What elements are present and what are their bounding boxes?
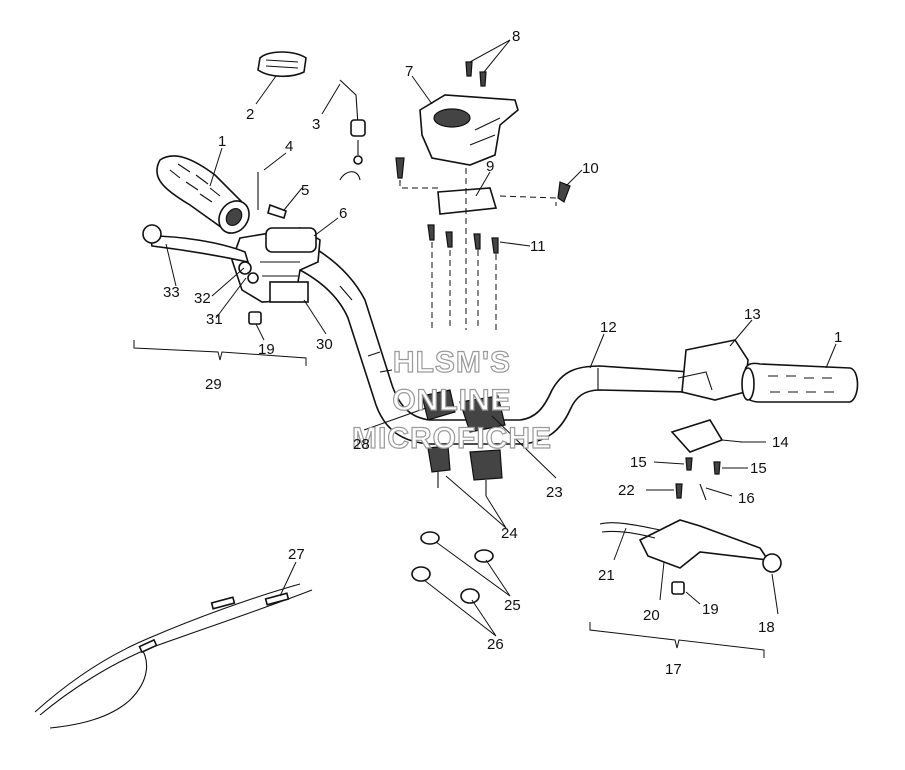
watermark-line-1: HLSM'S — [393, 346, 511, 379]
watermark-line-2: ONLINE — [392, 384, 511, 417]
callout-22: 22 — [618, 482, 635, 499]
callout-15-a: 15 — [630, 454, 647, 471]
callout-30: 30 — [316, 336, 333, 353]
callout-6: 6 — [339, 205, 347, 222]
small-parts-left — [248, 51, 366, 325]
callout-24: 24 — [501, 525, 518, 542]
callout-1-right: 1 — [834, 329, 842, 346]
callout-10: 10 — [582, 160, 599, 177]
callout-20: 20 — [643, 607, 660, 624]
callout-7: 7 — [405, 63, 413, 80]
callout-9: 9 — [486, 158, 494, 175]
callout-29: 29 — [205, 376, 222, 393]
bracket-17 — [589, 622, 765, 658]
callout-18: 18 — [758, 619, 775, 636]
callout-3: 3 — [312, 116, 320, 133]
callout-12: 12 — [600, 319, 617, 336]
callout-31: 31 — [206, 311, 223, 328]
callout-8: 8 — [512, 28, 520, 45]
callout-19-right: 19 — [702, 601, 719, 618]
callout-28: 28 — [353, 436, 370, 453]
callout-11: 11 — [530, 238, 546, 255]
callout-15-b: 15 — [750, 460, 767, 477]
left-grip-1 — [156, 155, 250, 234]
callout-26: 26 — [487, 636, 504, 653]
callout-23: 23 — [546, 484, 563, 501]
leader-lines — [165, 39, 837, 637]
callout-4: 4 — [285, 138, 293, 155]
callout-17: 17 — [665, 661, 682, 678]
right-side-parts — [599, 339, 859, 595]
callout-labels: 1 2 3 4 5 6 7 8 9 10 11 12 13 1 14 15 15… — [163, 28, 842, 678]
callout-32: 32 — [194, 290, 211, 307]
callout-5: 5 — [301, 182, 309, 199]
callout-1-left: 1 — [218, 133, 226, 150]
callout-27: 27 — [288, 546, 305, 563]
callout-33: 33 — [163, 284, 180, 301]
center-parts — [395, 61, 571, 604]
callout-2: 2 — [246, 106, 254, 123]
callout-14: 14 — [772, 434, 789, 451]
handlebar-12 — [288, 238, 691, 445]
callout-19-left: 19 — [258, 341, 275, 358]
callout-13: 13 — [744, 306, 761, 323]
watermark-line-3: MICROFICHE — [352, 422, 552, 455]
throttle-cable-27 — [34, 583, 313, 729]
bracket-29 — [133, 340, 307, 366]
callout-25: 25 — [504, 597, 521, 614]
callout-21: 21 — [598, 567, 615, 584]
callout-16: 16 — [738, 490, 755, 507]
left-control-assembly — [142, 224, 321, 303]
watermark: HLSM'S ONLINE MICROFICHE — [351, 345, 552, 455]
